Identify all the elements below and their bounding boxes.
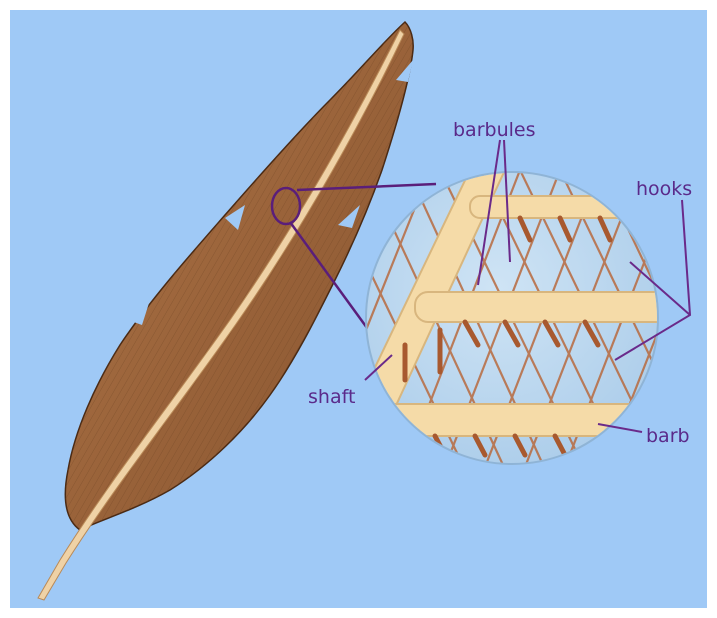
- label-barb: barb: [646, 425, 690, 447]
- label-hooks: hooks: [636, 178, 692, 200]
- barb-middle: [415, 292, 675, 322]
- label-barbules: barbules: [453, 119, 536, 141]
- label-shaft: shaft: [308, 386, 355, 408]
